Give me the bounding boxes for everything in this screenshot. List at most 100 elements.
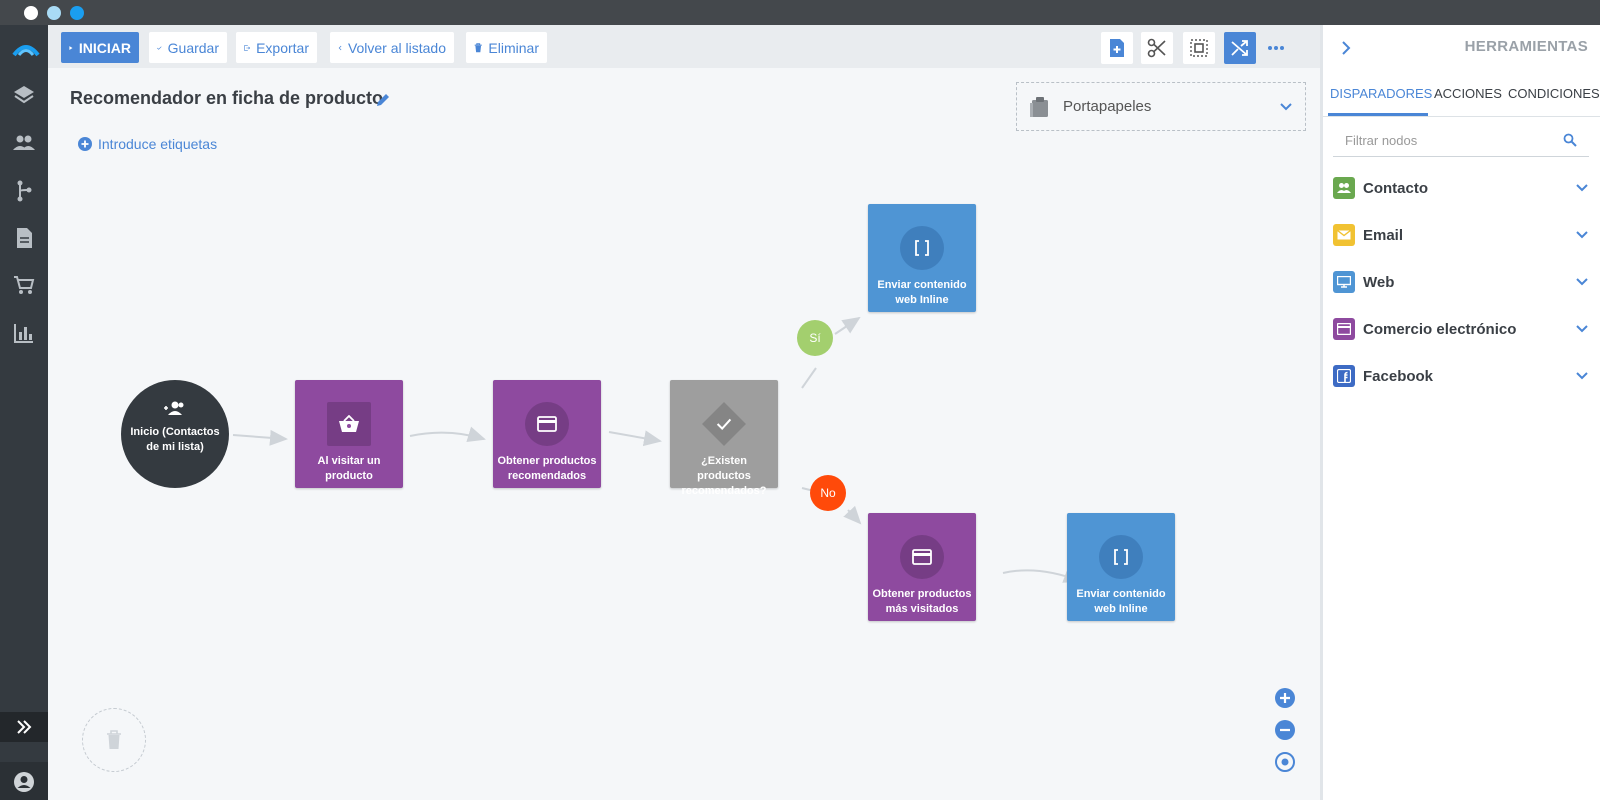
zoom-out-button[interactable] [1274,719,1296,741]
edge-start-to-visit [232,429,288,446]
delete-dropzone[interactable] [82,708,146,772]
node-get-most-visited[interactable]: Obtener productos más visitados [868,513,976,621]
category-contacto[interactable]: Contacto [1333,174,1589,202]
category-ecommerce[interactable]: Comercio electrónico [1333,315,1589,343]
clipboard-dropzone[interactable]: Portapapeles [1016,82,1306,131]
user-avatar-icon [14,772,34,792]
check-icon [157,45,162,50]
group-add-icon [164,401,184,415]
save-button[interactable]: Guardar [149,32,227,63]
node-exist-condition[interactable]: ¿Existen productos recomendados? [670,380,778,497]
user-account-button[interactable] [0,762,48,800]
trash-icon [474,42,482,52]
card-icon [525,402,569,446]
category-facebook[interactable]: Facebook [1333,362,1589,390]
chevron-down-icon [1576,372,1588,380]
card-icon [1333,318,1355,340]
category-email[interactable]: Email [1333,221,1589,249]
active-tab-indicator [1328,113,1428,116]
play-icon [69,45,73,50]
chevron-down-icon [1576,325,1588,333]
zoom-in-button[interactable] [1274,687,1296,709]
chevron-down-icon[interactable] [1279,102,1293,112]
edge-visit-to-recommended [409,426,486,442]
toolbar: INICIAR Guardar Exportar Volver al lista… [48,25,1320,68]
window-maximize-dot[interactable] [70,6,84,20]
expand-rail-button[interactable] [0,712,48,742]
category-web[interactable]: Web [1333,268,1589,296]
auto-layout-button[interactable] [1224,32,1256,64]
back-to-list-button[interactable]: Volver al listado [330,32,454,63]
node-visit-product[interactable]: Al visitar un producto [295,380,403,488]
node-send-inline-bottom[interactable]: Enviar contenido web Inline [1067,513,1175,621]
delete-button[interactable]: Eliminar [466,32,547,63]
filter-nodes-input[interactable]: Filtrar nodos [1333,125,1589,157]
people-icon [1333,177,1355,199]
more-options-button[interactable] [1260,32,1292,64]
collapse-panel-icon[interactable] [1341,41,1351,55]
select-all-button[interactable] [1183,32,1215,64]
shuffle-icon [1231,40,1248,56]
flow-title: Recomendador en ficha de producto [70,88,384,108]
tab-actions[interactable]: ACCIONES [1434,86,1502,101]
start-button[interactable]: INICIAR [61,32,139,63]
edge-no-to-most-visited [843,505,862,525]
flow-canvas[interactable]: Recomendador en ficha de producto Introd… [48,68,1320,800]
tools-panel-header: HERRAMIENTAS [1323,25,1600,68]
check-diamond-icon [702,402,746,446]
export-button[interactable]: Exportar [236,32,317,63]
basket-icon [327,402,371,446]
selection-icon [1190,39,1208,57]
edge-recommended-to-condition [608,430,662,447]
facebook-icon [1333,365,1355,387]
clipboard-icon [1030,96,1048,117]
left-nav-rail [0,25,48,800]
search-icon [1563,133,1577,147]
window-close-dot[interactable] [24,6,38,20]
card-icon [900,535,944,579]
workflow-icon[interactable] [12,179,36,203]
edge-yes-to-send-top [834,316,861,335]
zoom-out-icon [1275,720,1295,740]
center-view-button[interactable] [1274,751,1296,773]
tools-panel-title: HERRAMIENTAS [1464,38,1588,55]
app-logo-icon[interactable] [12,37,40,61]
brackets-icon [900,226,944,270]
cart-icon[interactable] [12,273,36,297]
more-horizontal-icon [1268,46,1284,50]
plus-circle-icon [78,137,92,151]
chevron-left-icon [338,45,342,50]
tab-conditions[interactable]: CONDICIONES [1508,86,1600,101]
edit-title-icon[interactable] [375,92,391,113]
branch-yes-badge: Sí [797,320,833,356]
chevron-down-icon [1576,278,1588,286]
start-node[interactable]: Inicio (Contactos de mi lista) [121,380,229,488]
new-document-button[interactable] [1101,32,1133,64]
cut-button[interactable] [1141,32,1173,64]
monitor-icon [1333,271,1355,293]
contacts-icon[interactable] [12,131,36,155]
document-icon[interactable] [12,226,36,250]
brackets-icon [1099,535,1143,579]
tools-tabs: DISPARADORES ACCIONES CONDICIONES [1323,77,1600,117]
edge-condition-to-yes [801,367,817,389]
analytics-icon[interactable] [12,321,36,345]
node-send-inline-top[interactable]: Enviar contenido web Inline [868,204,976,312]
tab-triggers[interactable]: DISPARADORES [1330,86,1433,101]
export-icon [244,44,251,51]
scissors-icon [1147,38,1166,58]
double-chevron-right-icon [17,720,32,734]
envelope-icon [1333,224,1355,246]
zoom-in-icon [1275,688,1295,708]
chevron-down-icon [1576,184,1588,192]
add-tags-link[interactable]: Introduce etiquetas [78,136,217,152]
node-get-recommended[interactable]: Obtener productos recomendados [493,380,601,488]
branch-no-badge: No [810,475,846,511]
target-icon [1275,752,1295,772]
layers-icon[interactable] [12,83,36,107]
chevron-down-icon [1576,231,1588,239]
new-document-icon [1110,39,1124,57]
window-titlebar [0,0,1600,25]
tools-panel: HERRAMIENTAS DISPARADORES ACCIONES CONDI… [1320,25,1600,800]
window-minimize-dot[interactable] [47,6,61,20]
